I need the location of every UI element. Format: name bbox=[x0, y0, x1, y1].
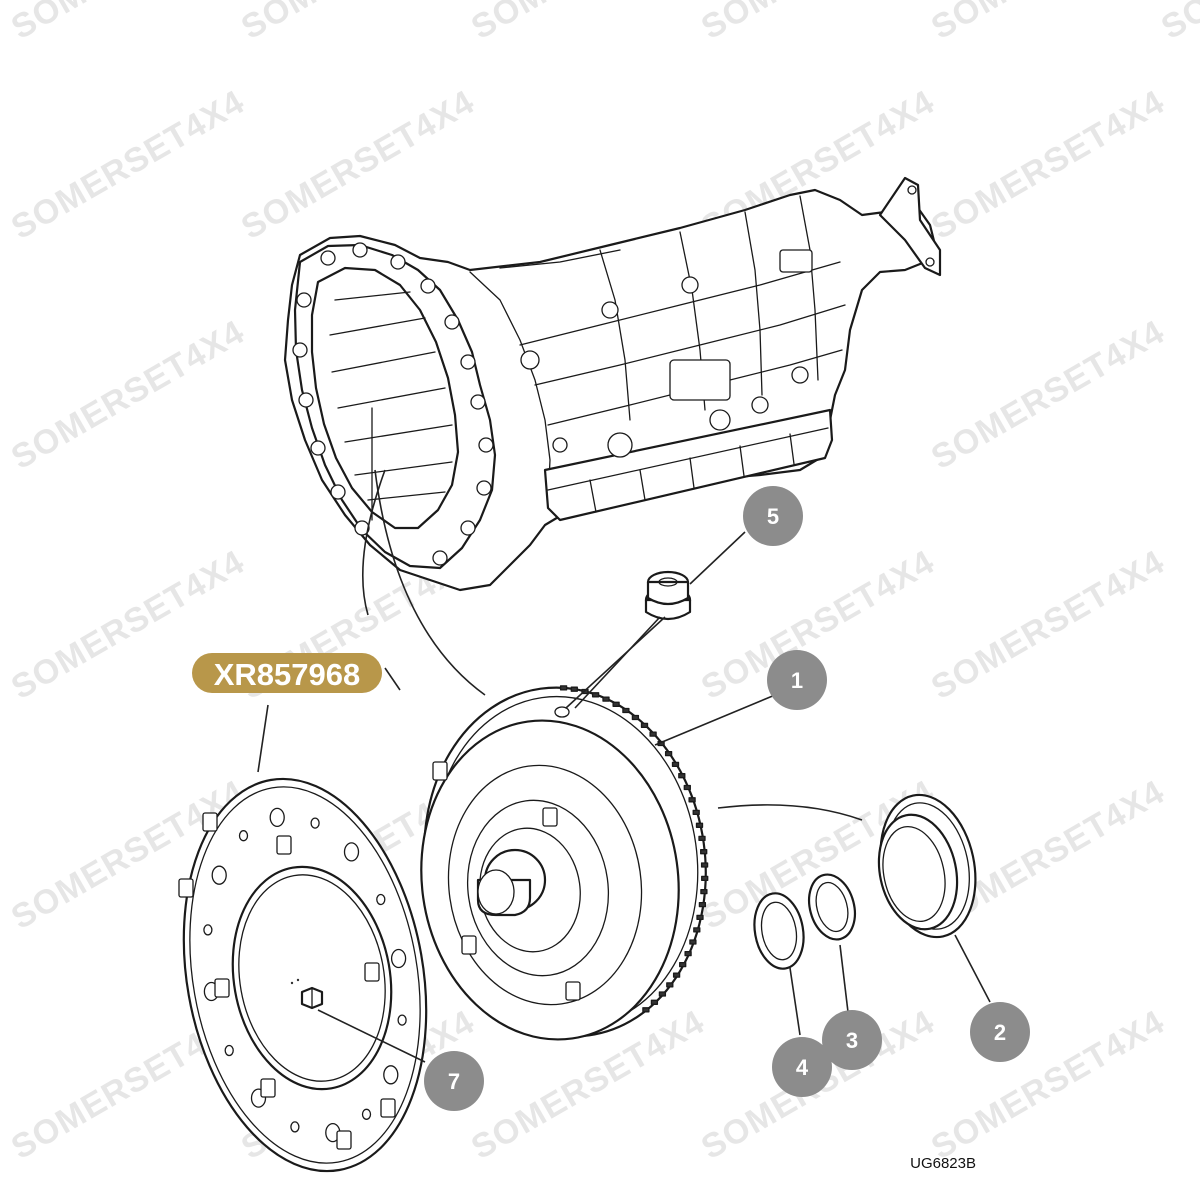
flexplate-hole bbox=[238, 830, 249, 842]
watermark-text: SOMERSET4X4 bbox=[235, 83, 481, 247]
ring-gear-tooth bbox=[700, 849, 708, 855]
callout-2-label: 2 bbox=[994, 1020, 1006, 1045]
flexplate-stud bbox=[202, 812, 218, 832]
ring-gear-tooth bbox=[666, 982, 674, 988]
watermark-text: SOMERSET4X4 bbox=[695, 0, 941, 47]
part-number: XR857968 bbox=[214, 657, 361, 692]
callout-5-label: 5 bbox=[767, 504, 779, 529]
flexplate-hole bbox=[269, 807, 285, 828]
flexplate-stud bbox=[260, 1078, 276, 1098]
callout-1-label: 1 bbox=[791, 668, 803, 693]
flexplate-hole bbox=[343, 842, 360, 862]
torque-converter bbox=[420, 685, 709, 1041]
ring-gear-tooth bbox=[701, 875, 709, 882]
flexplate-hole bbox=[224, 1044, 234, 1057]
callout-3-label: 3 bbox=[846, 1028, 858, 1053]
leader-lines bbox=[257, 469, 991, 1063]
ring-gear-tooth bbox=[698, 835, 706, 842]
ring-gear-tooth bbox=[692, 809, 700, 816]
flexplate bbox=[178, 777, 428, 1173]
callout-5: 5 bbox=[743, 486, 803, 546]
ring-gear-tooth bbox=[696, 914, 704, 921]
flexplate-hole bbox=[310, 817, 320, 829]
ring-gear-tooth bbox=[649, 731, 657, 737]
oil-seal bbox=[877, 793, 977, 939]
ring-gear-tooth bbox=[693, 927, 701, 933]
ring-gear-tooth bbox=[689, 939, 697, 945]
flexplate-hole bbox=[211, 865, 227, 885]
ring-gear-tooth bbox=[700, 888, 708, 895]
ring-gear-tooth bbox=[671, 761, 680, 768]
ring-gear-tooth bbox=[559, 685, 568, 691]
ring-gear-tooth bbox=[642, 1007, 650, 1013]
ring-gear-tooth bbox=[678, 773, 686, 779]
flexplate-hole bbox=[203, 924, 213, 936]
callout-4-label: 4 bbox=[796, 1055, 809, 1080]
flexplate-stud bbox=[364, 962, 380, 982]
callout-2: 2 bbox=[970, 1002, 1030, 1062]
flexplate-stud bbox=[380, 1098, 396, 1118]
watermark-text: SOMERSET4X4 bbox=[925, 543, 1171, 707]
watermark-text: SOMERSET4X4 bbox=[235, 0, 481, 47]
drain-plug bbox=[644, 570, 692, 621]
ring-gear-tooth bbox=[672, 972, 681, 978]
transmission-assembly bbox=[283, 176, 942, 592]
callout-7-label: 7 bbox=[448, 1069, 460, 1094]
watermark-text: SOMERSET4X4 bbox=[925, 83, 1171, 247]
flexplate-stud bbox=[336, 1130, 352, 1150]
watermark-text: SOMERSET4X4 bbox=[925, 313, 1171, 477]
callout-7: 7 bbox=[424, 1051, 484, 1111]
ring-gear-tooth bbox=[700, 862, 709, 868]
snap-ring bbox=[807, 873, 857, 941]
flexplate-hole bbox=[397, 1014, 407, 1026]
ring-gear-tooth bbox=[612, 701, 620, 707]
flexplate-center-bolt bbox=[300, 986, 324, 1010]
ring-gear-tooth bbox=[570, 686, 578, 692]
ring-gear-tooth bbox=[650, 999, 659, 1005]
drawing-code: UG6823B bbox=[910, 1155, 976, 1172]
callout-1: 1 bbox=[767, 650, 827, 710]
ring-gear-tooth bbox=[640, 722, 649, 729]
converter-studs bbox=[432, 761, 581, 1001]
flexplate-stud bbox=[214, 978, 230, 998]
ring-gear-tooth bbox=[698, 901, 707, 908]
ring-gear-tooth bbox=[695, 822, 704, 828]
ring-gear-tooth bbox=[688, 797, 696, 803]
flexplate-hole bbox=[290, 1121, 300, 1133]
watermark-text: SOMERSET4X4 bbox=[1155, 0, 1200, 47]
flexplate-hole bbox=[361, 1108, 372, 1120]
ring-gear-tooth bbox=[622, 707, 630, 714]
ring-gear-tooth bbox=[591, 692, 600, 698]
ring-gear-tooth bbox=[679, 961, 687, 968]
ring-gear-tooth bbox=[658, 991, 667, 997]
flexplate-stud bbox=[276, 835, 292, 855]
watermark-text: SOMERSET4X4 bbox=[5, 83, 251, 247]
ring-gear-tooth bbox=[602, 696, 610, 702]
part-number-badge: XR857968 bbox=[192, 653, 382, 693]
ring-gear-tooth bbox=[683, 784, 691, 791]
watermark-text: SOMERSET4X4 bbox=[925, 1003, 1171, 1167]
flexplate-hole bbox=[383, 1065, 399, 1085]
o-ring bbox=[753, 892, 805, 970]
flexplate-hole bbox=[376, 893, 386, 906]
flexplate-stud bbox=[178, 878, 194, 898]
callout-3: 3 bbox=[822, 1010, 882, 1070]
callout-4: 4 bbox=[772, 1037, 832, 1097]
ring-gear-tooth bbox=[684, 950, 692, 957]
ring-gear-tooth bbox=[631, 714, 640, 721]
ring-gear-tooth bbox=[664, 750, 673, 757]
watermark-text: SOMERSET4X4 bbox=[465, 0, 711, 47]
flexplate-hole bbox=[390, 948, 407, 969]
watermark-text: SOMERSET4X4 bbox=[925, 0, 1171, 47]
watermark-text: SOMERSET4X4 bbox=[5, 313, 251, 477]
watermark-text: SOMERSET4X4 bbox=[5, 0, 251, 47]
